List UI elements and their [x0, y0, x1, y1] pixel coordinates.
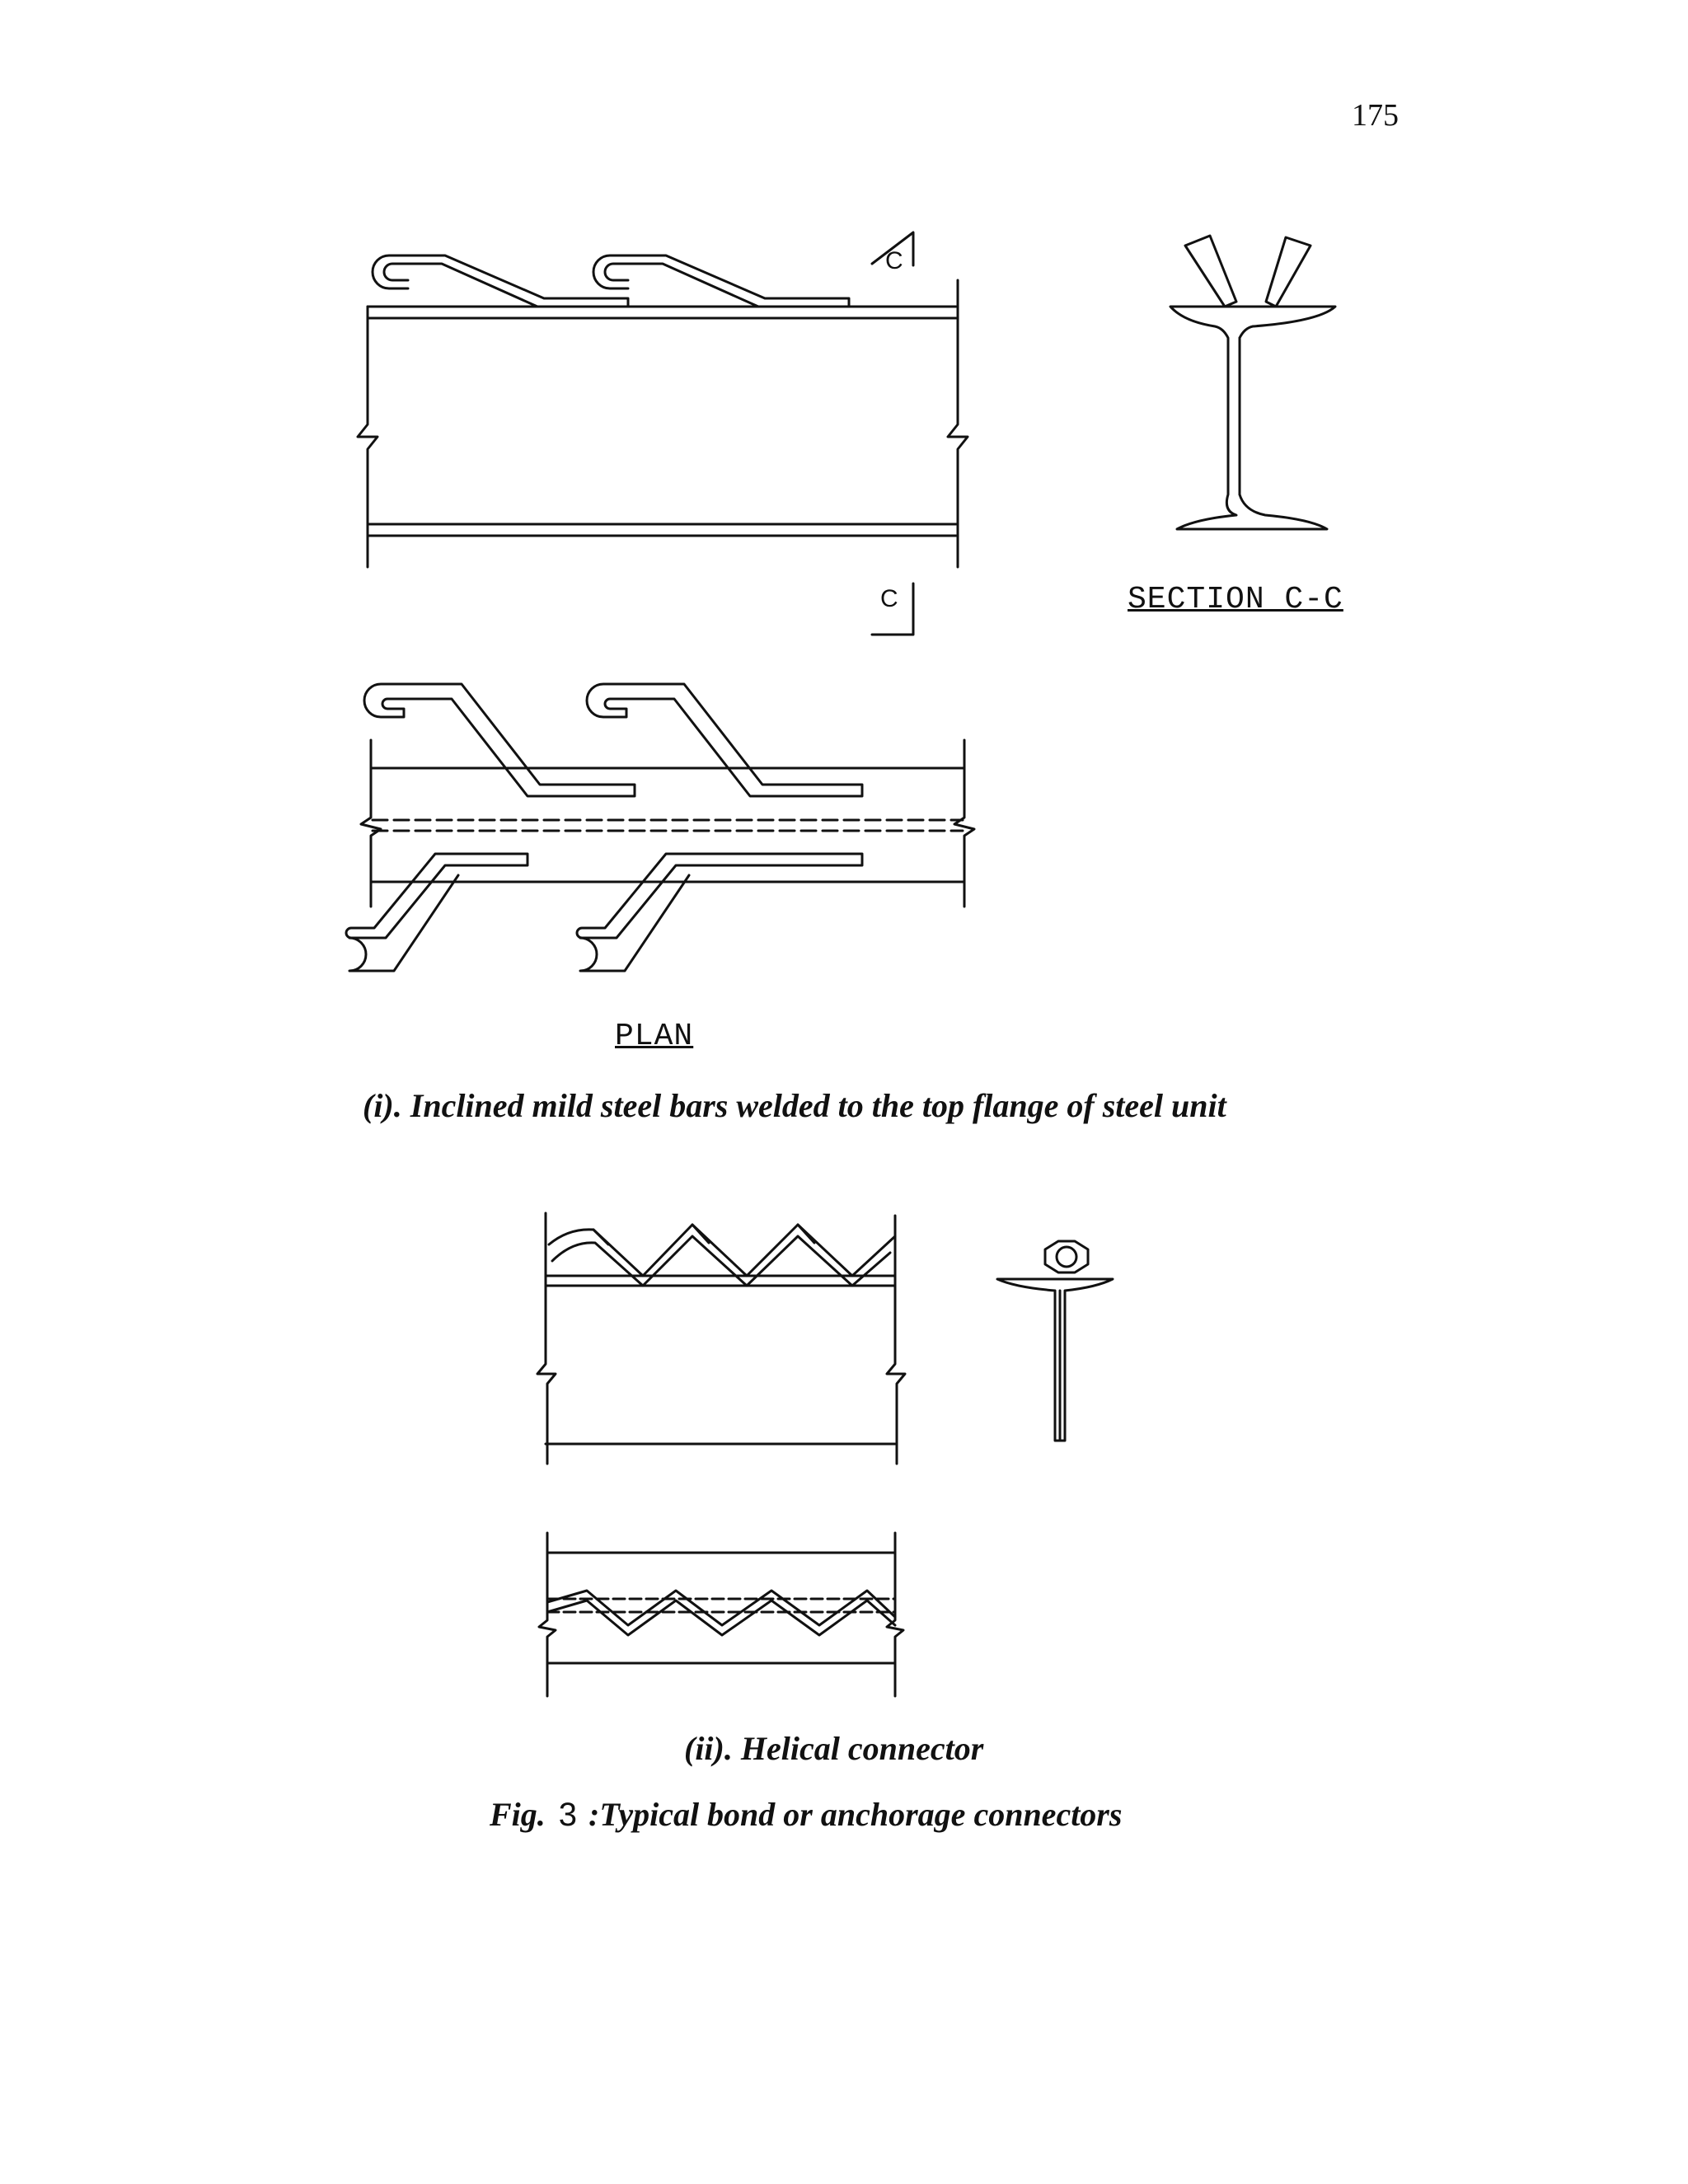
helical-plan [537, 1531, 905, 1698]
figure-title: Typical bond or anchorage connectors [599, 1796, 1123, 1833]
section-cut-marker-bottom: C [880, 585, 898, 612]
helical-section [996, 1240, 1114, 1442]
plan-inclined-bars [345, 682, 976, 972]
plan-label: PLAN [615, 1019, 694, 1054]
figure-prefix: Fig. [490, 1796, 546, 1833]
section-label: SECTION C-C [1128, 582, 1343, 617]
elevation-inclined-bars [356, 231, 969, 636]
helical-elevation [536, 1212, 907, 1465]
caption-inclined-bars: (i). Inclined mild steel bars welded to … [363, 1087, 1226, 1124]
section-c-c-drawing [1169, 234, 1337, 531]
caption-helical-connector: (ii). Helical connector [684, 1730, 984, 1767]
figure-caption: Fig. 3:Typical bond or anchorage connecto… [490, 1795, 1314, 1834]
section-cut-marker-top: C [885, 247, 903, 274]
figure-number: 3 [558, 1797, 578, 1833]
page-number: 175 [1352, 98, 1399, 133]
figure-separator: : [588, 1796, 600, 1833]
